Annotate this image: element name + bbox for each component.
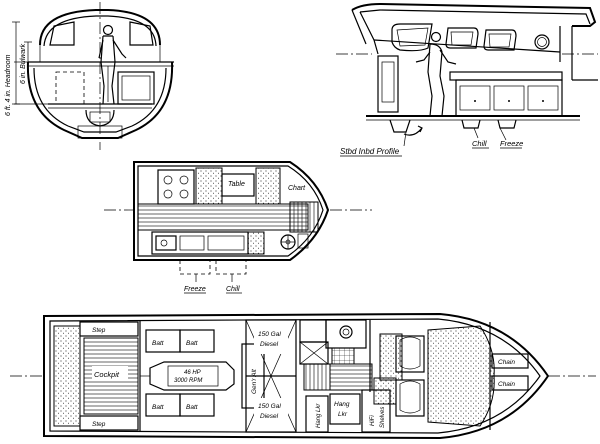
deck-diesel-bottom-2: Diesel — [260, 413, 279, 420]
galley-table-label: Table — [228, 181, 245, 188]
profile-freeze-label: Freeze — [500, 139, 523, 148]
deck-diesel-top-2: Diesel — [260, 341, 279, 348]
deck-hifi-2: Shelves — [380, 407, 386, 428]
deck-hang-lkr-2a: Hang — [334, 401, 350, 408]
deck-engine-rpm: 3000 RPM — [174, 378, 202, 384]
galley-chart-label: Chart — [288, 185, 306, 192]
section-view: 6 ft. 4 in. Headroom 6 in. Bulwark — [5, 2, 174, 150]
deck-plan-view: Step Step Cockpit Batt Batt Batt Batt 46… — [10, 312, 596, 440]
deck-hifi-1: HiFi — [370, 415, 376, 426]
deck-gen-label: Gen'r Alt — [251, 368, 258, 394]
bulwark-label: 6 in. Bulwark — [20, 43, 27, 84]
deck-batt-label-4: Batt — [186, 404, 199, 411]
profile-chill-label: Chill — [472, 139, 487, 148]
profile-title: Stbd Inbd Profile — [340, 147, 400, 156]
deck-chain-label-top: Chain — [498, 359, 515, 366]
inboard-profile-view: Stbd Inbd Profile Chill Freeze — [336, 2, 598, 157]
deck-diesel-top-1: 150 Gal — [258, 331, 281, 338]
deck-step-label-top: Step — [92, 327, 106, 334]
deck-batt-label-1: Batt — [152, 340, 165, 347]
galley-chill-label: Chill — [226, 286, 240, 293]
deck-step-label-bottom: Step — [92, 421, 106, 428]
deck-batt-label-2: Batt — [186, 340, 199, 347]
person-figure-profile — [415, 31, 457, 117]
galley-freeze-label: Freeze — [184, 286, 206, 293]
person-figure-section — [98, 24, 127, 105]
deck-engine-hp: 46 HP — [184, 370, 201, 376]
deck-cockpit-label: Cockpit — [94, 370, 120, 379]
deck-diesel-bottom-1: 150 Gal — [258, 403, 281, 410]
deck-hang-lkr-2b: Lkr — [338, 411, 348, 418]
headroom-label: 6 ft. 4 in. Headroom — [5, 54, 12, 116]
deck-chain-label-bottom: Chain — [498, 381, 515, 388]
deck-batt-label-3: Batt — [152, 404, 165, 411]
galley-plan-view: Table Chart Freeze Chill — [104, 161, 372, 294]
deck-hang-lkr-1: Hang Lkr — [316, 403, 322, 428]
